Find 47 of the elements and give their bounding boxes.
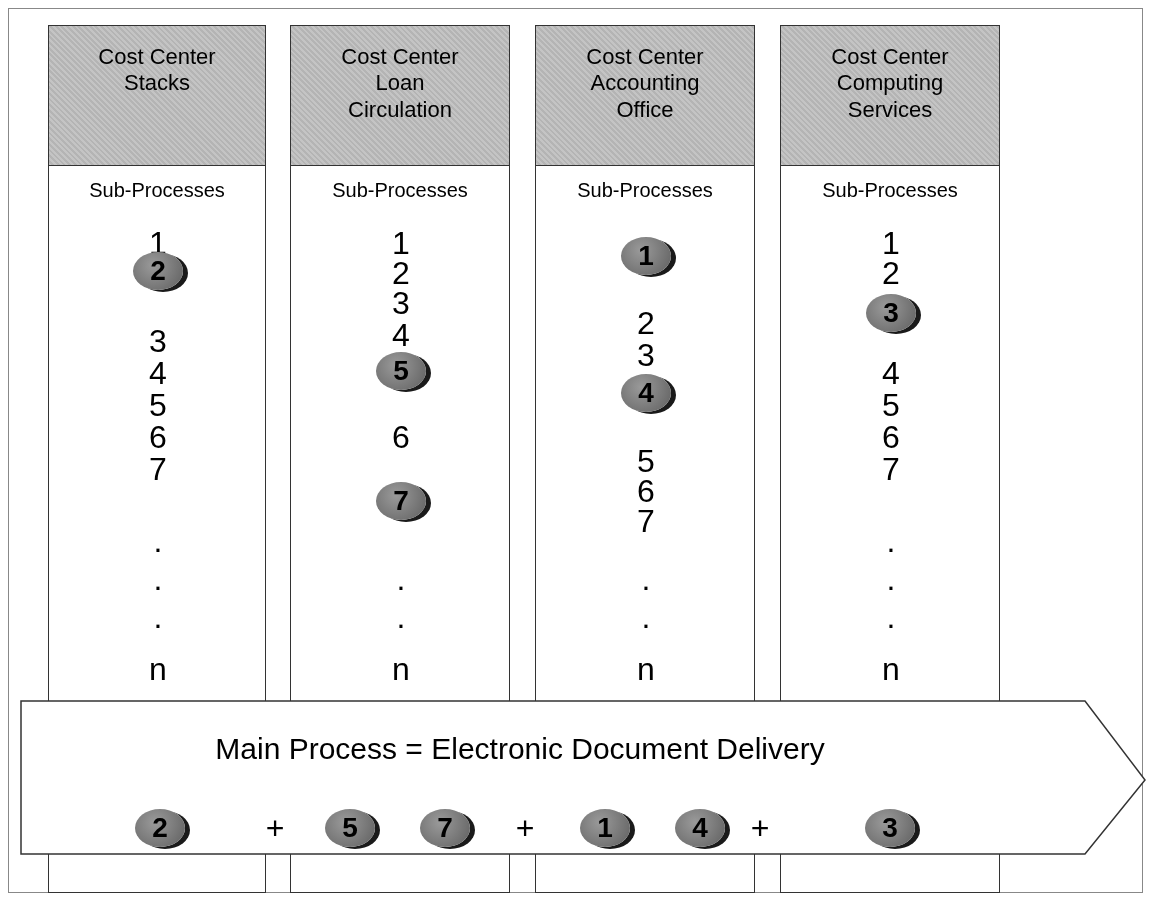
sub-process-number: n bbox=[637, 653, 655, 685]
column-title: Cost Center Accounting Office bbox=[585, 44, 705, 124]
sub-process-number: 2 bbox=[637, 307, 655, 339]
column-subtitle: Sub-Processes bbox=[821, 179, 959, 202]
sub-process-number: 7 bbox=[637, 505, 655, 537]
plus-sign: + bbox=[750, 812, 770, 844]
column-subtitle: Sub-Processes bbox=[88, 179, 226, 202]
sub-process-number: . bbox=[153, 563, 163, 595]
column-title: Cost Center Stacks bbox=[97, 44, 217, 97]
process-title: Main Process = Electronic Document Delivery bbox=[214, 732, 826, 766]
sub-process-number: . bbox=[641, 563, 651, 595]
sub-process-number: 1 bbox=[392, 227, 410, 259]
column-title: Cost Center Loan Circulation bbox=[340, 44, 460, 124]
sub-process-number: 7 bbox=[882, 453, 900, 485]
sub-process-number: 4 bbox=[392, 319, 410, 351]
sub-process-number: . bbox=[153, 525, 163, 557]
sub-process-number: 2 bbox=[392, 257, 410, 289]
sub-process-number: . bbox=[641, 601, 651, 633]
plus-sign: + bbox=[515, 812, 535, 844]
sub-process-number: . bbox=[886, 601, 896, 633]
sub-process-number: . bbox=[396, 563, 406, 595]
sub-process-number: 4 bbox=[882, 357, 900, 389]
sub-process-number: 3 bbox=[637, 339, 655, 371]
column-subtitle: Sub-Processes bbox=[576, 179, 714, 202]
sub-process-number: 6 bbox=[882, 421, 900, 453]
sub-process-number: 6 bbox=[149, 421, 167, 453]
column-subtitle: Sub-Processes bbox=[331, 179, 469, 202]
sub-process-number: 5 bbox=[149, 389, 167, 421]
plus-sign: + bbox=[265, 812, 285, 844]
sub-process-number: 6 bbox=[392, 421, 410, 453]
sub-process-number: n bbox=[392, 653, 410, 685]
sub-process-number: . bbox=[886, 525, 896, 557]
sub-process-number: 1 bbox=[882, 227, 900, 259]
sub-process-number: . bbox=[153, 601, 163, 633]
sub-process-number: 4 bbox=[149, 357, 167, 389]
sub-process-number: n bbox=[149, 653, 167, 685]
column-title: Cost Center Computing Services bbox=[830, 44, 950, 124]
sub-process-number: . bbox=[396, 601, 406, 633]
sub-process-number: 2 bbox=[882, 257, 900, 289]
sub-process-number: 3 bbox=[149, 325, 167, 357]
sub-process-number: 3 bbox=[392, 287, 410, 319]
sub-process-number: 5 bbox=[637, 445, 655, 477]
sub-process-number: 6 bbox=[637, 475, 655, 507]
sub-process-number: 5 bbox=[882, 389, 900, 421]
sub-process-number: 7 bbox=[149, 453, 167, 485]
sub-process-number: n bbox=[882, 653, 900, 685]
sub-process-number: . bbox=[886, 563, 896, 595]
